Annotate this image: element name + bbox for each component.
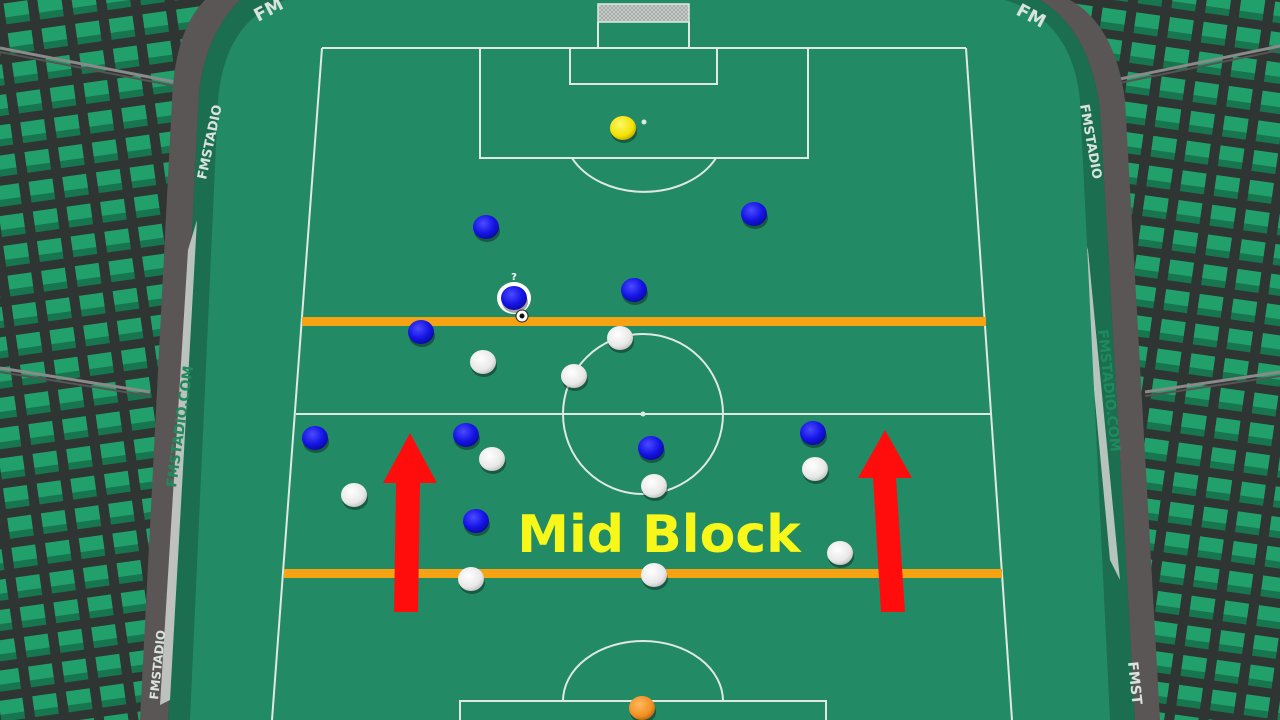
arrows (383, 430, 912, 612)
left-push-up-arrow (383, 433, 437, 612)
yellow-goalkeeper[interactable] (610, 116, 637, 143)
ball-icon (515, 309, 529, 323)
blue-player[interactable] (741, 202, 768, 229)
white-player[interactable] (641, 474, 668, 501)
right-stand (1050, 0, 1280, 720)
right-touchline (965, 47, 1013, 720)
left-wall (140, 0, 240, 720)
goal (597, 3, 690, 48)
blue-player[interactable] (621, 278, 648, 305)
upper-block-line (302, 317, 986, 326)
right-push-up-arrow (858, 430, 912, 612)
blue-player[interactable] (473, 215, 500, 242)
blue-player[interactable] (408, 320, 435, 347)
top-penalty-arc (571, 157, 717, 193)
question-marker: ? (511, 272, 517, 283)
white-player[interactable] (341, 483, 368, 510)
blue-player[interactable] (638, 436, 665, 463)
penalty-spot (641, 119, 647, 125)
blue-player[interactable] (453, 423, 480, 450)
bottom-penalty-arc (562, 640, 724, 702)
white-player[interactable] (802, 457, 829, 484)
blue-player[interactable] (800, 421, 827, 448)
white-player[interactable] (479, 447, 506, 474)
right-wall (1040, 0, 1160, 720)
pitch (190, 0, 1110, 720)
blue-player[interactable] (463, 509, 490, 536)
white-player[interactable] (561, 364, 588, 391)
centre-spot (640, 411, 646, 417)
players: ? (302, 116, 854, 720)
white-player[interactable] (470, 350, 497, 377)
white-player[interactable] (607, 326, 634, 353)
left-touchline (271, 47, 323, 720)
selected-blue-player[interactable] (501, 286, 528, 313)
blue-player[interactable] (302, 426, 329, 453)
white-player[interactable] (827, 541, 854, 568)
top-six-yard-box (569, 48, 718, 85)
diagram-title: Mid Block (517, 505, 801, 565)
top-penalty-area (479, 48, 809, 159)
centre-circle (562, 333, 724, 495)
side-logo-right-bottom: FMST (1124, 661, 1144, 706)
orange-goalkeeper[interactable] (629, 696, 656, 720)
white-player[interactable] (641, 563, 668, 590)
white-player[interactable] (458, 567, 485, 594)
